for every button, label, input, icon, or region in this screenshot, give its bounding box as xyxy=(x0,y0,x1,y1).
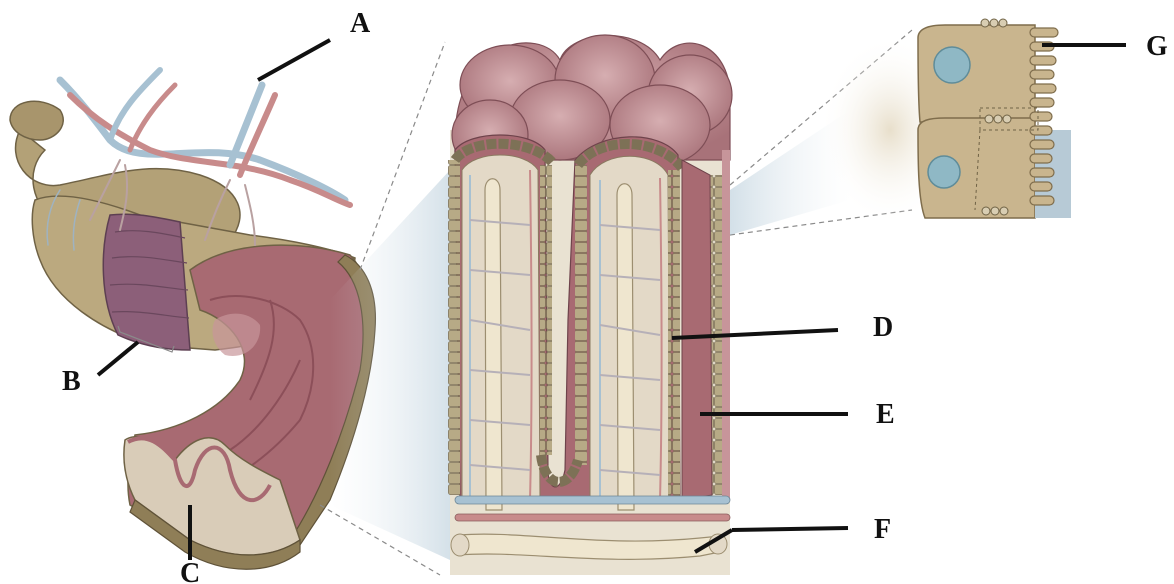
nucleus-upper xyxy=(934,47,970,83)
leader-line-a xyxy=(258,40,330,80)
intestine-tube xyxy=(10,70,375,569)
nucleus-lower xyxy=(928,156,960,188)
label-b: B xyxy=(62,366,81,397)
villus-right-outer xyxy=(682,160,712,500)
block-right-wall xyxy=(722,150,730,500)
leader-line-f-extension xyxy=(732,528,848,530)
label-e: E xyxy=(876,399,895,430)
label-c: C xyxy=(180,558,200,584)
zoom-shade-1 xyxy=(330,170,450,560)
muscle-band xyxy=(103,214,190,350)
villi-block xyxy=(448,35,732,575)
label-g: G xyxy=(1146,31,1168,62)
leader-line-b xyxy=(98,342,138,375)
enterocyte-detail xyxy=(820,19,1071,225)
label-d: D xyxy=(873,312,893,343)
label-a: A xyxy=(350,8,371,39)
label-f: F xyxy=(874,514,891,545)
